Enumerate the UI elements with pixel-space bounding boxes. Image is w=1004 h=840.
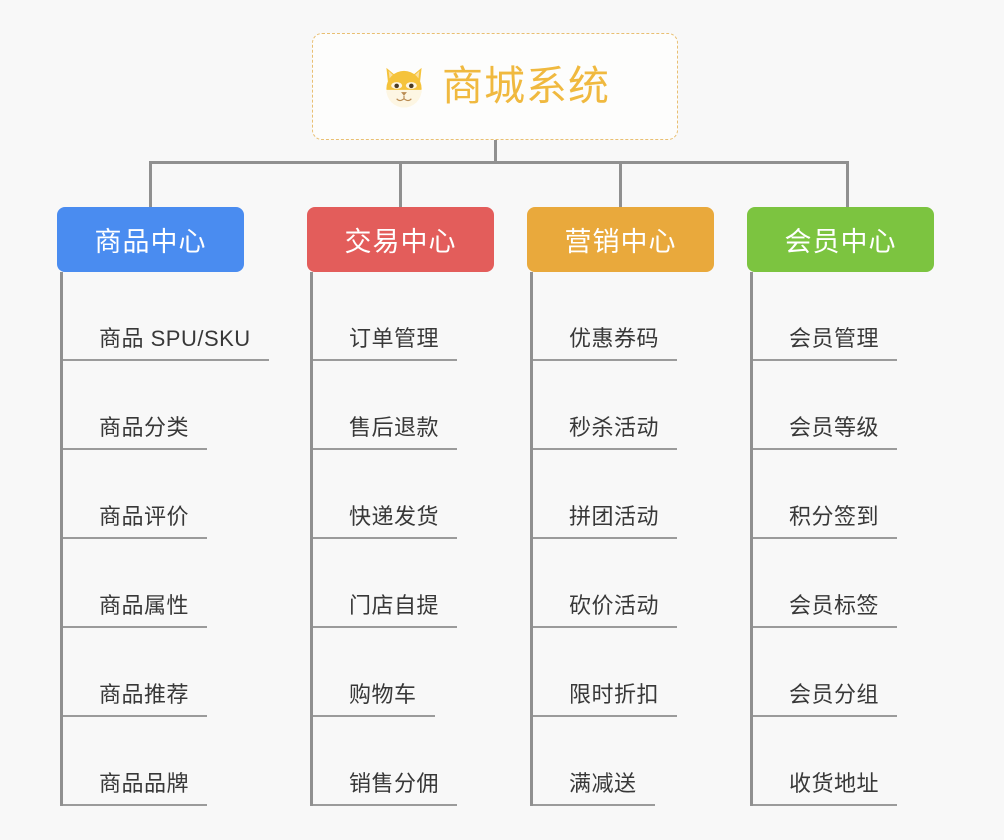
leaf-label: 订单管理 bbox=[349, 326, 440, 351]
leaf-label: 商品推荐 bbox=[99, 682, 190, 707]
list-item[interactable]: 购物车 bbox=[313, 628, 537, 717]
leaf-list-4: 会员管理 会员等级 积分签到 会员标签 会员分组 收货地址 bbox=[750, 272, 977, 806]
category-header-1[interactable]: 商品中心 bbox=[57, 207, 244, 272]
leaf-label: 收货地址 bbox=[789, 771, 880, 796]
leaf-label: 购物车 bbox=[349, 682, 417, 707]
list-item[interactable]: 商品评价 bbox=[63, 450, 287, 539]
leaf-label: 商品分类 bbox=[99, 415, 190, 440]
list-item[interactable]: 订单管理 bbox=[313, 272, 537, 361]
leaf-list-1: 商品 SPU/SKU 商品分类 商品评价 商品属性 商品推荐 商品品牌 bbox=[60, 272, 287, 806]
connector-drop-4 bbox=[846, 161, 849, 207]
category-header-3[interactable]: 营销中心 bbox=[527, 207, 714, 272]
leaf-label: 会员等级 bbox=[789, 415, 880, 440]
list-item[interactable]: 商品属性 bbox=[63, 539, 287, 628]
list-item[interactable]: 收货地址 bbox=[753, 717, 977, 806]
list-item[interactable]: 砍价活动 bbox=[533, 539, 757, 628]
leaf-list-3: 优惠券码 秒杀活动 拼团活动 砍价活动 限时折扣 满减送 bbox=[530, 272, 757, 806]
root-node[interactable]: 商城系统 bbox=[312, 33, 678, 140]
leaf-label: 会员分组 bbox=[789, 682, 880, 707]
leaf-label: 商品评价 bbox=[99, 504, 190, 529]
leaf-label: 砍价活动 bbox=[569, 593, 660, 618]
list-item[interactable]: 销售分佣 bbox=[313, 717, 537, 806]
leaf-label: 秒杀活动 bbox=[569, 415, 660, 440]
category-column-4: 会员中心 会员管理 会员等级 积分签到 会员标签 会员分组 收货地址 bbox=[747, 207, 977, 806]
list-item[interactable]: 商品 SPU/SKU bbox=[63, 272, 287, 361]
leaf-label: 销售分佣 bbox=[349, 771, 440, 796]
leaf-label: 商品属性 bbox=[99, 593, 190, 618]
list-item[interactable]: 满减送 bbox=[533, 717, 757, 806]
shiba-dog-icon bbox=[380, 65, 428, 109]
list-item[interactable]: 快递发货 bbox=[313, 450, 537, 539]
category-header-label: 会员中心 bbox=[784, 227, 897, 257]
list-item[interactable]: 商品品牌 bbox=[63, 717, 287, 806]
category-column-2: 交易中心 订单管理 售后退款 快递发货 门店自提 购物车 销售分佣 bbox=[307, 207, 537, 806]
category-column-3: 营销中心 优惠券码 秒杀活动 拼团活动 砍价活动 限时折扣 满减送 bbox=[527, 207, 757, 806]
list-item[interactable]: 商品分类 bbox=[63, 361, 287, 450]
list-item[interactable]: 会员等级 bbox=[753, 361, 977, 450]
list-item[interactable]: 秒杀活动 bbox=[533, 361, 757, 450]
leaf-label: 满减送 bbox=[569, 771, 637, 796]
leaf-label: 快递发货 bbox=[349, 504, 440, 529]
leaf-list-2: 订单管理 售后退款 快递发货 门店自提 购物车 销售分佣 bbox=[310, 272, 537, 806]
connector-root-stem bbox=[494, 140, 497, 163]
leaf-label: 商品 SPU/SKU bbox=[99, 326, 251, 351]
list-item[interactable]: 积分签到 bbox=[753, 450, 977, 539]
list-item[interactable]: 售后退款 bbox=[313, 361, 537, 450]
list-item[interactable]: 会员分组 bbox=[753, 628, 977, 717]
list-item[interactable]: 门店自提 bbox=[313, 539, 537, 628]
connector-drop-2 bbox=[399, 161, 402, 207]
category-header-label: 交易中心 bbox=[344, 227, 457, 257]
leaf-label: 会员管理 bbox=[789, 326, 880, 351]
list-item[interactable]: 会员标签 bbox=[753, 539, 977, 628]
category-header-4[interactable]: 会员中心 bbox=[747, 207, 934, 272]
leaf-label: 优惠券码 bbox=[569, 326, 660, 351]
connector-horizontal-bus bbox=[149, 161, 849, 164]
list-item[interactable]: 商品推荐 bbox=[63, 628, 287, 717]
leaf-label: 门店自提 bbox=[349, 593, 440, 618]
category-header-label: 商品中心 bbox=[94, 227, 207, 257]
list-item[interactable]: 限时折扣 bbox=[533, 628, 757, 717]
root-title: 商城系统 bbox=[442, 63, 610, 109]
leaf-label: 商品品牌 bbox=[99, 771, 190, 796]
connector-drop-1 bbox=[149, 161, 152, 207]
category-header-label: 营销中心 bbox=[564, 227, 677, 257]
leaf-label: 限时折扣 bbox=[569, 682, 660, 707]
connector-drop-3 bbox=[619, 161, 622, 207]
leaf-label: 售后退款 bbox=[349, 415, 440, 440]
list-item[interactable]: 拼团活动 bbox=[533, 450, 757, 539]
category-column-1: 商品中心 商品 SPU/SKU 商品分类 商品评价 商品属性 商品推荐 商品品牌 bbox=[57, 207, 287, 806]
category-header-2[interactable]: 交易中心 bbox=[307, 207, 494, 272]
list-item[interactable]: 会员管理 bbox=[753, 272, 977, 361]
list-item[interactable]: 优惠券码 bbox=[533, 272, 757, 361]
leaf-label: 积分签到 bbox=[789, 504, 880, 529]
leaf-label: 拼团活动 bbox=[569, 504, 660, 529]
leaf-label: 会员标签 bbox=[789, 593, 880, 618]
